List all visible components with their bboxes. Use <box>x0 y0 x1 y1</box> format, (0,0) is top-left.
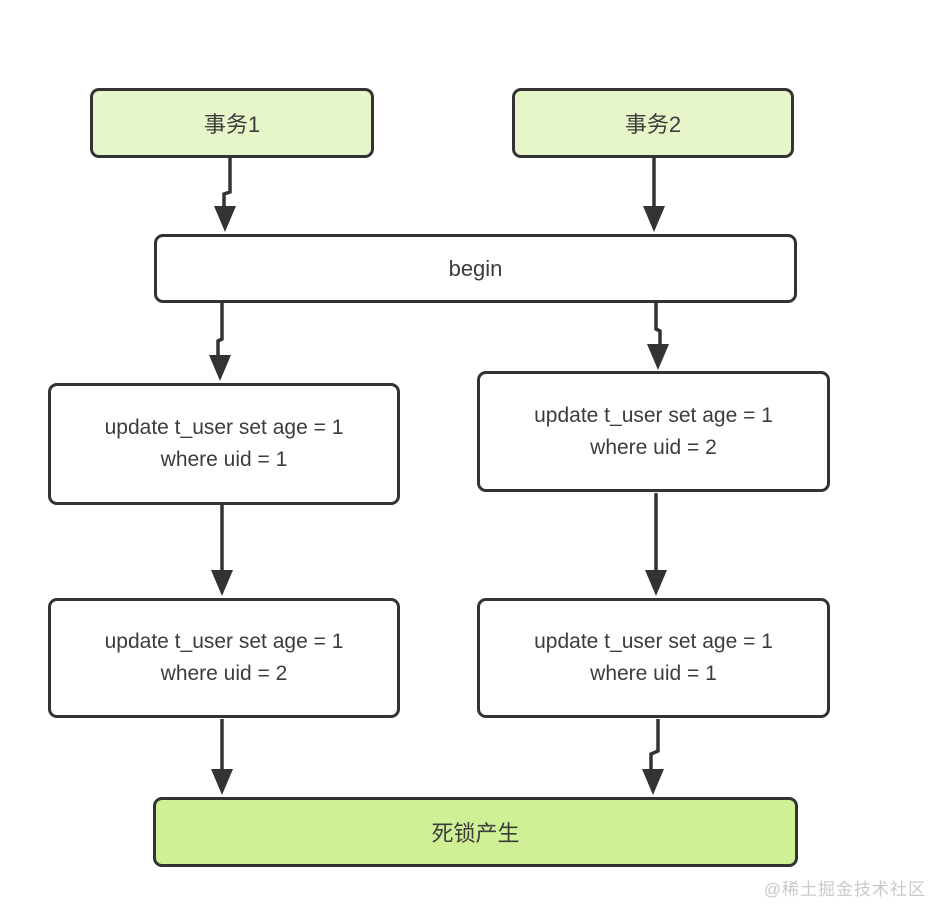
node-transaction-1-label: 事务1 <box>203 112 261 137</box>
node-sql-right-1-line1: update t_user set age = 1 <box>534 403 773 427</box>
node-deadlock: 死锁产生 <box>153 797 798 867</box>
node-sql-left-1-line1: update t_user set age = 1 <box>104 416 344 439</box>
node-sql-left-2: update t_user set age = 1 where uid = 2 <box>48 598 400 718</box>
node-sql-right-2-line2: where uid = 1 <box>590 662 717 685</box>
arrow-begin-to-sql-right-1 <box>647 303 669 370</box>
arrow-txn1-to-begin <box>214 158 236 232</box>
node-sql-right-2-line1: update t_user set age = 1 <box>534 630 773 653</box>
node-transaction-2-label: 事务2 <box>624 112 682 137</box>
node-deadlock-label: 死锁产生 <box>431 821 520 846</box>
node-sql-right-2: update t_user set age = 1 where uid = 1 <box>477 598 830 718</box>
watermark: @稀土掘金技术社区 <box>763 880 926 899</box>
arrow-sql-right-1-to-sql-right-2 <box>645 493 667 596</box>
node-transaction-2: 事务2 <box>512 88 794 158</box>
arrow-sql-left-2-to-deadlock <box>211 719 233 795</box>
arrow-txn2-to-begin <box>643 158 665 232</box>
node-sql-left-2-line1: update t_user set age = 1 <box>104 630 344 653</box>
node-sql-left-2-line2: where uid = 2 <box>160 662 288 685</box>
node-begin-label: begin <box>448 255 503 281</box>
node-sql-left-1: update t_user set age = 1 where uid = 1 <box>48 383 400 505</box>
node-begin: begin <box>154 234 797 303</box>
arrow-sql-left-1-to-sql-left-2 <box>211 505 233 596</box>
node-sql-right-1-line2: where uid = 2 <box>590 435 717 459</box>
arrow-begin-to-sql-left-1 <box>209 303 231 381</box>
node-sql-left-1-line2: where uid = 1 <box>160 448 288 471</box>
node-transaction-1: 事务1 <box>90 88 374 158</box>
arrow-sql-right-2-to-deadlock <box>642 719 664 795</box>
node-sql-right-1: update t_user set age = 1 where uid = 2 <box>477 371 830 492</box>
